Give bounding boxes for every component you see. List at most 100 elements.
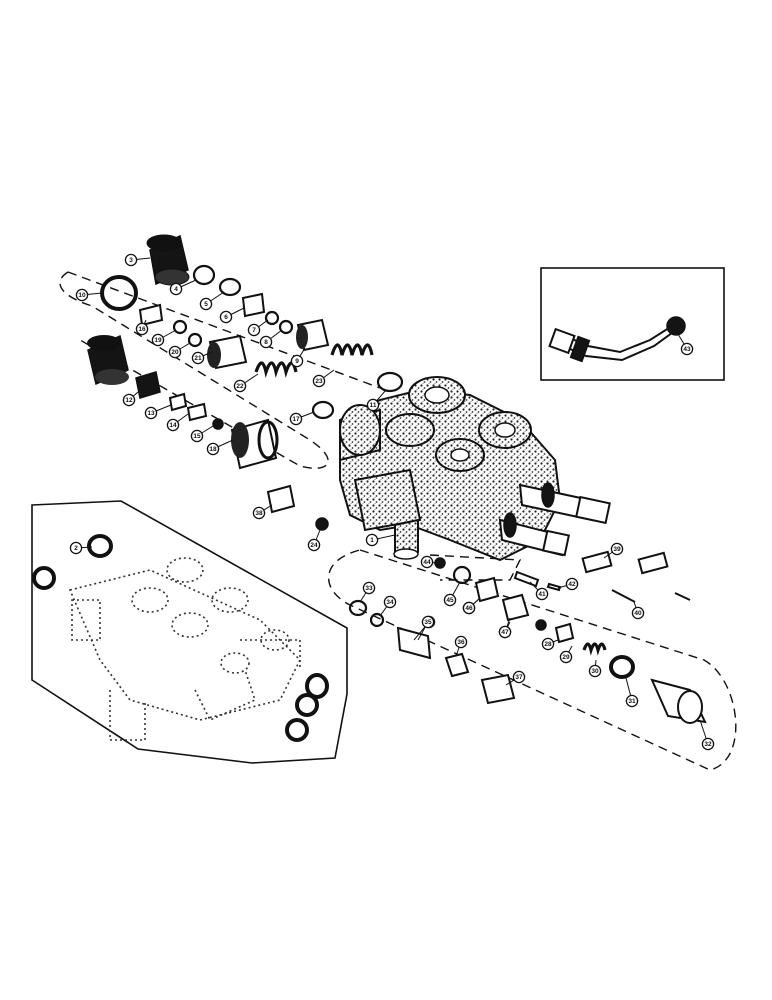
- stud-35: [396, 626, 432, 660]
- callout-number: 4: [174, 286, 178, 293]
- callout-14: 14: [166, 418, 180, 432]
- callout-number: 29: [562, 654, 570, 661]
- spring-30: [582, 642, 607, 656]
- callout-12: 12: [122, 393, 136, 407]
- callout-circle: [259, 335, 273, 349]
- callout-circle: [680, 342, 694, 356]
- inset-o-ring-4: [295, 693, 319, 717]
- callout-circle: [289, 412, 303, 426]
- callout-11: 11: [366, 398, 380, 412]
- sleeve-21: [207, 334, 248, 370]
- callout-number: 30: [591, 668, 599, 675]
- fitting-6: [241, 292, 266, 318]
- valve-body: [339, 376, 611, 562]
- callout-5: 5: [199, 297, 213, 311]
- callout-circle: [122, 393, 136, 407]
- callout-number: 21: [194, 355, 202, 362]
- callout-number: 12: [125, 397, 133, 404]
- callout-number: 6: [224, 314, 228, 321]
- callout-3: 3: [124, 253, 138, 267]
- callout-number: 14: [169, 422, 177, 429]
- lower-group-outline: [327, 549, 737, 771]
- callout-circle: [462, 601, 476, 615]
- callout-circle: [307, 538, 321, 552]
- callout-34: 34: [383, 595, 397, 609]
- sleeve-47: [501, 593, 530, 622]
- washer-5: [218, 277, 242, 297]
- callout-22: 22: [233, 379, 247, 393]
- callout-number: 1: [370, 537, 374, 544]
- o-ring-10: [100, 275, 138, 311]
- link-39: [581, 550, 669, 575]
- callout-number: 36: [457, 639, 465, 646]
- control-lever: [548, 316, 686, 363]
- callout-6: 6: [219, 310, 233, 324]
- callout-number: 35: [424, 619, 432, 626]
- callout-number: 5: [204, 301, 208, 308]
- callout-2: 2: [69, 541, 83, 555]
- retaining-ring: [192, 264, 216, 286]
- callout-15: 15: [190, 429, 204, 443]
- callout-circle: [191, 351, 205, 365]
- piston-18: [230, 418, 279, 470]
- callout-30: 30: [588, 664, 602, 678]
- callout-circle: [366, 398, 380, 412]
- inset-o-ring-5: [285, 718, 309, 742]
- callout-circle: [69, 541, 83, 555]
- callout-circle: [588, 664, 602, 678]
- callout-number: 39: [613, 546, 621, 553]
- callout-circle: [168, 345, 182, 359]
- callout-circle: [383, 595, 397, 609]
- callout-42: 42: [565, 577, 579, 591]
- upper-group-outline-top: [67, 271, 381, 389]
- callout-circle: [541, 637, 555, 651]
- seal-45: [452, 565, 472, 585]
- seal-7: [264, 310, 280, 326]
- seal-20: [187, 332, 203, 348]
- callout-number: 10: [78, 292, 86, 299]
- callout-1: 1: [365, 533, 379, 547]
- pin-42: [546, 582, 562, 592]
- callout-circle: [169, 282, 183, 296]
- spring-22: [254, 361, 298, 378]
- callout-circle: [701, 737, 715, 751]
- callout-number: 15: [193, 433, 201, 440]
- callout-circle: [362, 581, 376, 595]
- inset-o-ring-3: [305, 673, 329, 699]
- nut-36: [444, 652, 470, 678]
- seal-19: [172, 319, 188, 335]
- callout-circle: [631, 606, 645, 620]
- spool-lower: [498, 512, 571, 557]
- lever-inset: [540, 267, 725, 381]
- callout-circle: [420, 555, 434, 569]
- callout-16: 16: [135, 322, 149, 336]
- end-cap-upper: [146, 234, 190, 286]
- callout-labels: 1234567891011121314151617181920212223242…: [69, 253, 715, 751]
- callout-circle: [535, 587, 549, 601]
- callout-number: 18: [209, 446, 217, 453]
- callout-circle: [312, 374, 326, 388]
- callout-circle: [625, 694, 639, 708]
- callout-number: 24: [310, 542, 318, 549]
- callout-number: 40: [634, 610, 642, 617]
- valve-body-dotted-outline: [68, 557, 301, 741]
- callout-40: 40: [631, 606, 645, 620]
- callout-47: 47: [498, 625, 512, 639]
- seal-34: [369, 612, 385, 628]
- callout-41: 41: [535, 587, 549, 601]
- callout-46: 46: [462, 601, 476, 615]
- callout-32: 32: [701, 737, 715, 751]
- callout-number: 44: [423, 559, 431, 566]
- callout-number: 7: [252, 327, 256, 334]
- fitting-28: [554, 622, 575, 644]
- callout-38: 38: [252, 506, 266, 520]
- callout-44: 44: [420, 555, 434, 569]
- callout-43: 43: [680, 342, 694, 356]
- callout-circle: [135, 322, 149, 336]
- callout-28: 28: [541, 637, 555, 651]
- callout-circle: [421, 615, 435, 629]
- plug-46: [474, 576, 500, 603]
- callout-circle: [151, 333, 165, 347]
- callout-number: 28: [544, 641, 552, 648]
